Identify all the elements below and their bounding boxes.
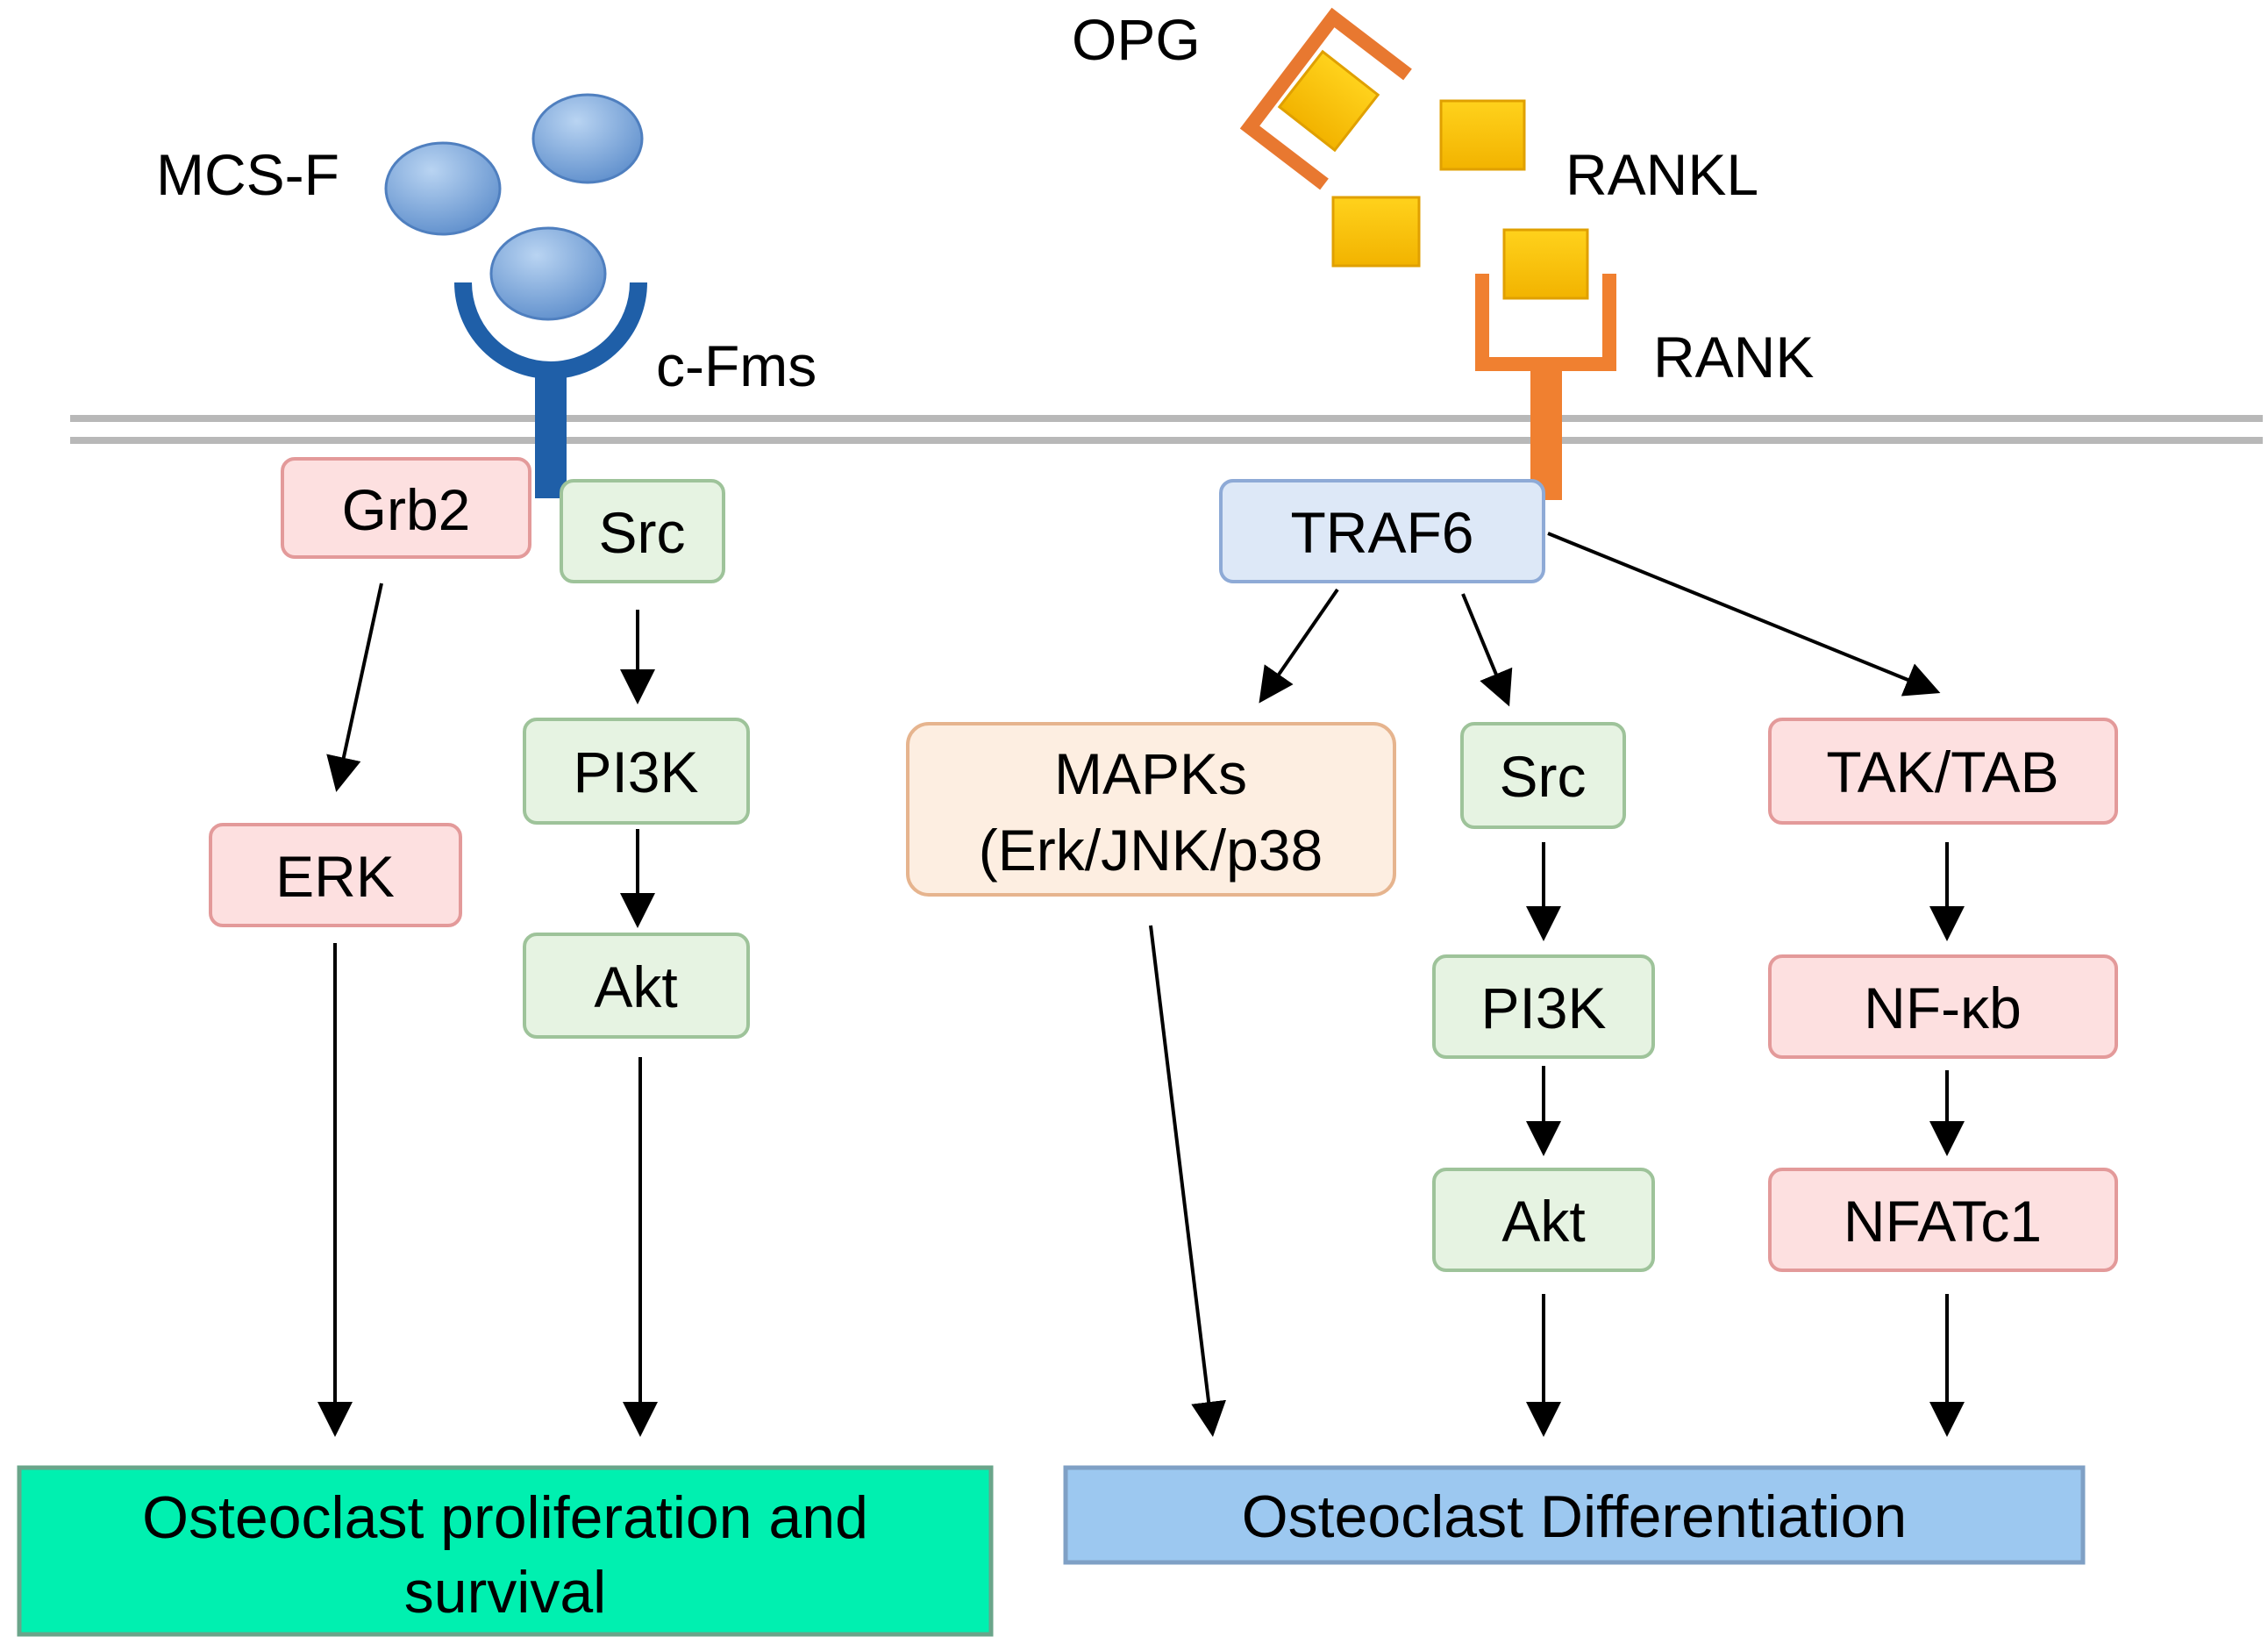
svg-text:ERK: ERK (275, 844, 395, 909)
svg-text:TAK/TAB: TAK/TAB (1826, 740, 2058, 804)
svg-text:Src: Src (1500, 744, 1587, 809)
src-node-right: Src (1460, 722, 1626, 829)
svg-text:Osteoclast proliferation and: Osteoclast proliferation and (142, 1484, 868, 1551)
mcsf-ligand (531, 93, 644, 184)
cfms-label: c-Fms (656, 333, 817, 398)
arrow-grb2-to-erk (326, 582, 383, 792)
svg-text:Akt: Akt (1501, 1189, 1585, 1254)
pi3k-node-left: PI3K (523, 718, 750, 825)
rankl-ligands (1331, 99, 1589, 300)
cfms-receptor (454, 282, 647, 498)
svg-text:MAPKs: MAPKs (1054, 741, 1247, 806)
svg-text:TRAF6: TRAF6 (1290, 500, 1473, 565)
svg-text:PI3K: PI3K (1480, 976, 1606, 1040)
svg-text:(Erk/JNK/p38: (Erk/JNK/p38 (979, 818, 1323, 883)
svg-text:Grb2: Grb2 (342, 477, 471, 542)
mcsf-label: MCS-F (156, 142, 339, 207)
opg-label: OPG (1072, 7, 1201, 72)
rank-label: RANK (1653, 325, 1814, 390)
akt-node-right: Akt (1432, 1168, 1655, 1272)
outcome-differentiation: Osteoclast Differentiation (1063, 1465, 2086, 1565)
src-node-left: Src (560, 479, 725, 583)
svg-text:PI3K: PI3K (573, 740, 698, 804)
akt-node-left: Akt (523, 933, 750, 1039)
mcsf-ligands (384, 93, 644, 321)
svg-text:Akt: Akt (594, 954, 677, 1019)
outcome-proliferation-survival: Osteoclast proliferation and survival (17, 1465, 994, 1637)
nfkb-node: NF-κb (1768, 954, 2118, 1059)
svg-text:NF-κb: NF-κb (1864, 976, 2022, 1040)
erk-node: ERK (209, 823, 462, 927)
svg-text:Src: Src (599, 500, 686, 565)
pi3k-node-right: PI3K (1432, 954, 1655, 1059)
mcsf-ligand (384, 141, 502, 236)
grb2-node: Grb2 (281, 457, 531, 559)
traf6-node: TRAF6 (1219, 479, 1545, 583)
svg-text:NFATc1: NFATc1 (1844, 1189, 2042, 1254)
rankl-ligand (1439, 99, 1526, 171)
arrow-traf6-to-mapks (1259, 588, 1339, 704)
arrow-traf6-to-src (1461, 593, 1513, 707)
svg-text:survival: survival (404, 1559, 607, 1626)
taktab-node: TAK/TAB (1768, 718, 2118, 825)
arrow-traf6-to-taktab (1547, 532, 1941, 697)
svg-text:Osteoclast Differentiation: Osteoclast Differentiation (1242, 1483, 1907, 1550)
opg-decoy (1239, 7, 1412, 190)
rankl-ligand (1331, 196, 1421, 268)
mapks-node: MAPKs (Erk/JNK/p38 (906, 722, 1396, 897)
mcsf-ligand (489, 226, 607, 321)
rankl-label: RANKL (1565, 142, 1758, 207)
arrow-mapks-to-outcome (1149, 925, 1226, 1437)
nfatc1-node: NFATc1 (1768, 1168, 2118, 1272)
rank-receptor (1475, 274, 1616, 500)
rankl-ligand (1502, 228, 1589, 300)
